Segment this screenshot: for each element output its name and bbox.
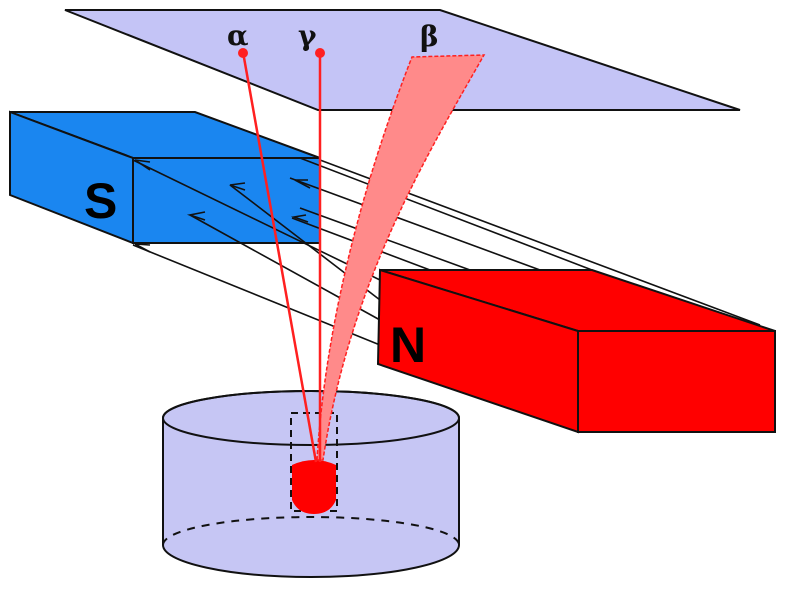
beta-label: β (420, 20, 439, 53)
alpha-ray (241, 51, 318, 463)
alpha-ray-tip (238, 48, 248, 58)
magnetic-field-lines (132, 157, 761, 346)
gamma-ray-tip (315, 48, 325, 58)
north-magnet: N (376, 268, 776, 434)
gamma-label: γ (298, 19, 317, 52)
north-pole-label: N (390, 317, 426, 373)
south-pole-label: S (84, 173, 117, 229)
detector-plate (64, 9, 741, 111)
beta-ray-band (316, 54, 486, 461)
lead-container (162, 390, 460, 578)
radioactive-source (292, 460, 336, 514)
alpha-label: α (227, 19, 249, 52)
south-magnet: S (9, 110, 321, 245)
